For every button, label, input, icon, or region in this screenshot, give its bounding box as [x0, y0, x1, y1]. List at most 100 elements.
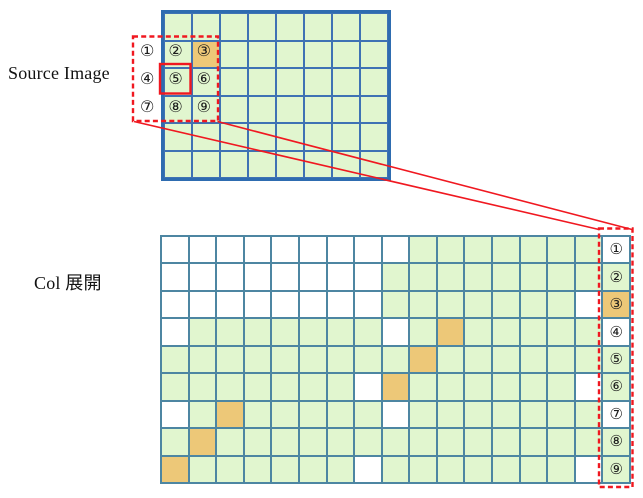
matrix-cell — [216, 263, 244, 291]
matrix-cell — [298, 263, 327, 291]
filter-window-number: ⑨ — [196, 97, 211, 116]
filter-window-number: ② — [168, 41, 183, 60]
matrix-cell — [547, 373, 575, 401]
source-grid-cell — [360, 68, 388, 96]
matrix-cell — [492, 455, 520, 483]
matrix-cell — [574, 400, 603, 429]
source-grid-cell — [304, 40, 332, 68]
matrix-cell — [326, 345, 355, 374]
matrix-cell — [464, 345, 493, 374]
matrix-cell — [492, 400, 520, 429]
matrix-cell — [216, 290, 244, 319]
matrix-cell — [436, 455, 465, 483]
matrix-cell — [464, 290, 493, 319]
matrix-cell — [243, 345, 272, 374]
matrix-cell — [464, 373, 493, 401]
source-grid-cell — [220, 123, 248, 151]
matrix-cell — [381, 290, 410, 319]
matrix-cell — [436, 345, 465, 374]
matrix-cell — [298, 236, 327, 264]
matrix-cell — [547, 290, 575, 319]
matrix-cell — [161, 290, 189, 319]
matrix-cell — [188, 318, 217, 346]
matrix-cell — [298, 290, 327, 319]
matrix-cell — [381, 455, 410, 483]
source-grid-cell — [192, 150, 220, 178]
matrix-cell — [519, 263, 548, 291]
source-grid-cell — [360, 13, 388, 41]
matrix-cell — [547, 318, 575, 346]
filter-window-number: ⑦ — [139, 97, 155, 116]
matrix-cell — [161, 428, 189, 456]
matrix-cell — [381, 263, 410, 291]
index-column-cell: ⑦ — [602, 400, 630, 429]
matrix-cell — [409, 400, 437, 429]
matrix-cell — [271, 455, 299, 483]
matrix-cell — [464, 318, 493, 346]
matrix-cell — [409, 318, 437, 346]
matrix-cell — [354, 318, 382, 346]
matrix-cell — [354, 455, 382, 483]
matrix-cell — [409, 236, 437, 264]
matrix-cell — [574, 236, 603, 264]
matrix-cell — [381, 373, 410, 401]
matrix-cell — [188, 290, 217, 319]
matrix-cell — [188, 236, 217, 264]
matrix-cell — [519, 236, 548, 264]
matrix-cell — [188, 400, 217, 429]
source-grid-cell — [192, 123, 220, 151]
source-grid-cell — [304, 13, 332, 41]
source-image-label: Source Image — [8, 63, 110, 83]
index-column-cell: ① — [602, 236, 630, 264]
col-expand-label: Col 展開 — [34, 273, 102, 293]
source-grid-cell — [248, 150, 276, 178]
source-grid-cell — [304, 123, 332, 151]
matrix-cell — [574, 455, 603, 483]
matrix-cell — [243, 428, 272, 456]
matrix-cell — [243, 318, 272, 346]
matrix-cell — [188, 455, 217, 483]
source-grid-cell — [276, 13, 304, 41]
source-grid-cell — [360, 123, 388, 151]
filter-window-number: ① — [139, 41, 155, 60]
matrix-cell — [381, 428, 410, 456]
matrix-cell — [547, 345, 575, 374]
matrix-cell — [216, 345, 244, 374]
matrix-cell — [271, 263, 299, 291]
matrix-cell — [519, 373, 548, 401]
matrix-cell — [271, 400, 299, 429]
matrix-cell — [547, 400, 575, 429]
matrix-cell — [216, 455, 244, 483]
matrix-cell — [409, 290, 437, 319]
matrix-cell — [161, 400, 189, 429]
matrix-cell — [547, 428, 575, 456]
matrix-cell — [574, 345, 603, 374]
matrix-cell — [326, 455, 355, 483]
index-column-cell: ⑨ — [602, 455, 630, 483]
matrix-cell — [243, 236, 272, 264]
matrix-cell — [492, 345, 520, 374]
filter-window-number: ⑥ — [196, 69, 211, 88]
matrix-cell — [574, 373, 603, 401]
source-grid-cell — [276, 150, 304, 178]
matrix-cell — [271, 428, 299, 456]
index-column-cell: ⑥ — [602, 373, 630, 401]
matrix-cell — [161, 236, 189, 264]
matrix-cell — [409, 345, 437, 374]
matrix-cell — [243, 400, 272, 429]
matrix-cell — [436, 318, 465, 346]
matrix-cell — [326, 428, 355, 456]
source-grid-cell — [332, 150, 360, 178]
index-column-cell: ② — [602, 263, 630, 291]
matrix-cell — [243, 263, 272, 291]
source-grid-cell — [304, 68, 332, 96]
matrix-cell — [492, 428, 520, 456]
matrix-cell — [354, 236, 382, 264]
filter-window-number: ⑤ — [168, 69, 183, 88]
matrix-cell — [161, 373, 189, 401]
source-grid-cell — [248, 13, 276, 41]
matrix-cell — [574, 318, 603, 346]
matrix-cell — [326, 290, 355, 319]
matrix-cell — [298, 373, 327, 401]
